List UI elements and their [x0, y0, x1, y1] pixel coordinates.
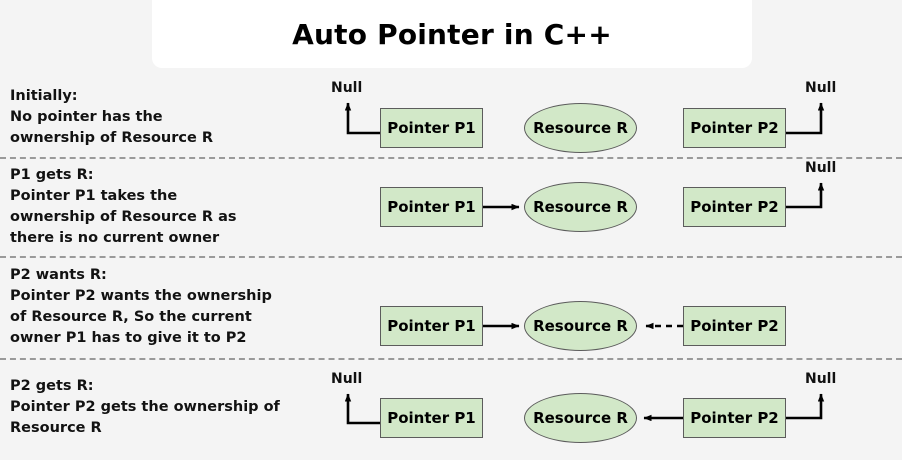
row-p2-wants-r-line-3: owner P1 has to give it to P2 [10, 330, 247, 346]
row-p2-wants-r-line-1: Pointer P2 wants the ownership [10, 288, 272, 304]
row-p2-gets-r-line-1: Pointer P2 gets the ownership of [10, 399, 280, 415]
row-p2-gets-r-p1-null-label: Null [331, 371, 363, 387]
row-initially-pointer-p1[interactable]: Pointer P1 [380, 108, 483, 148]
row-p1-gets-r-heading: P1 gets R: [10, 167, 94, 183]
row-initially-p1-null-arrow [344, 102, 380, 135]
row-initially-p2-null-arrow [786, 102, 825, 135]
row-p2-gets-r-resource-r[interactable]: Resource R [524, 393, 637, 443]
row-p1-gets-r-pointer-p1[interactable]: Pointer P1 [380, 187, 483, 227]
row-initially-p1-null-label: Null [331, 80, 363, 96]
row-initially-heading: Initially: [10, 88, 78, 104]
row-p2-gets-r-p2-null-arrow [786, 393, 825, 420]
row-p2-gets-r-pointer-p1[interactable]: Pointer P1 [380, 398, 483, 438]
row-p2-wants-r-resource-r[interactable]: Resource R [524, 301, 637, 351]
row-initially-pointer-p2[interactable]: Pointer P2 [683, 108, 786, 148]
page-title: Auto Pointer in C++ [292, 17, 612, 51]
row-p1-gets-r-pointer-p2[interactable]: Pointer P2 [683, 187, 786, 227]
row-p2-gets-r-p2-null-label: Null [805, 371, 837, 387]
row-p1-gets-r-line-3: there is no current owner [10, 230, 220, 246]
title-banner: Auto Pointer in C++ [152, 0, 752, 68]
divider-3 [0, 358, 902, 360]
row-initially-resource-r[interactable]: Resource R [524, 103, 637, 153]
row-p2-wants-r-pointer-p1[interactable]: Pointer P1 [380, 306, 483, 346]
row-p1-gets-r-p2-null-arrow [786, 182, 825, 209]
row-p1-gets-r-resource-r[interactable]: Resource R [524, 182, 637, 232]
divider-1 [0, 157, 902, 159]
row-initially-line-2: ownership of Resource R [10, 130, 214, 146]
row-p2-wants-r-line-2: of Resource R, So the current [10, 309, 252, 325]
row-p2-gets-r-heading: P2 gets R: [10, 378, 94, 394]
row-p2-gets-r-p1-null-arrow [344, 393, 380, 425]
row-p2-gets-r-line-2: Resource R [10, 420, 102, 436]
row-p1-gets-r-line-1: Pointer P1 takes the [10, 188, 178, 204]
row-p2-wants-r-heading: P2 wants R: [10, 267, 107, 283]
row-p1-gets-r-line-2: ownership of Resource R as [10, 209, 237, 225]
divider-2 [0, 256, 902, 258]
row-initially-p2-null-label: Null [805, 80, 837, 96]
row-p2-wants-r-pointer-p2[interactable]: Pointer P2 [683, 306, 786, 346]
row-p2-gets-r-pointer-p2[interactable]: Pointer P2 [683, 398, 786, 438]
row-initially-line-1: No pointer has the [10, 109, 163, 125]
row-p1-gets-r-p2-null-label: Null [805, 160, 837, 176]
